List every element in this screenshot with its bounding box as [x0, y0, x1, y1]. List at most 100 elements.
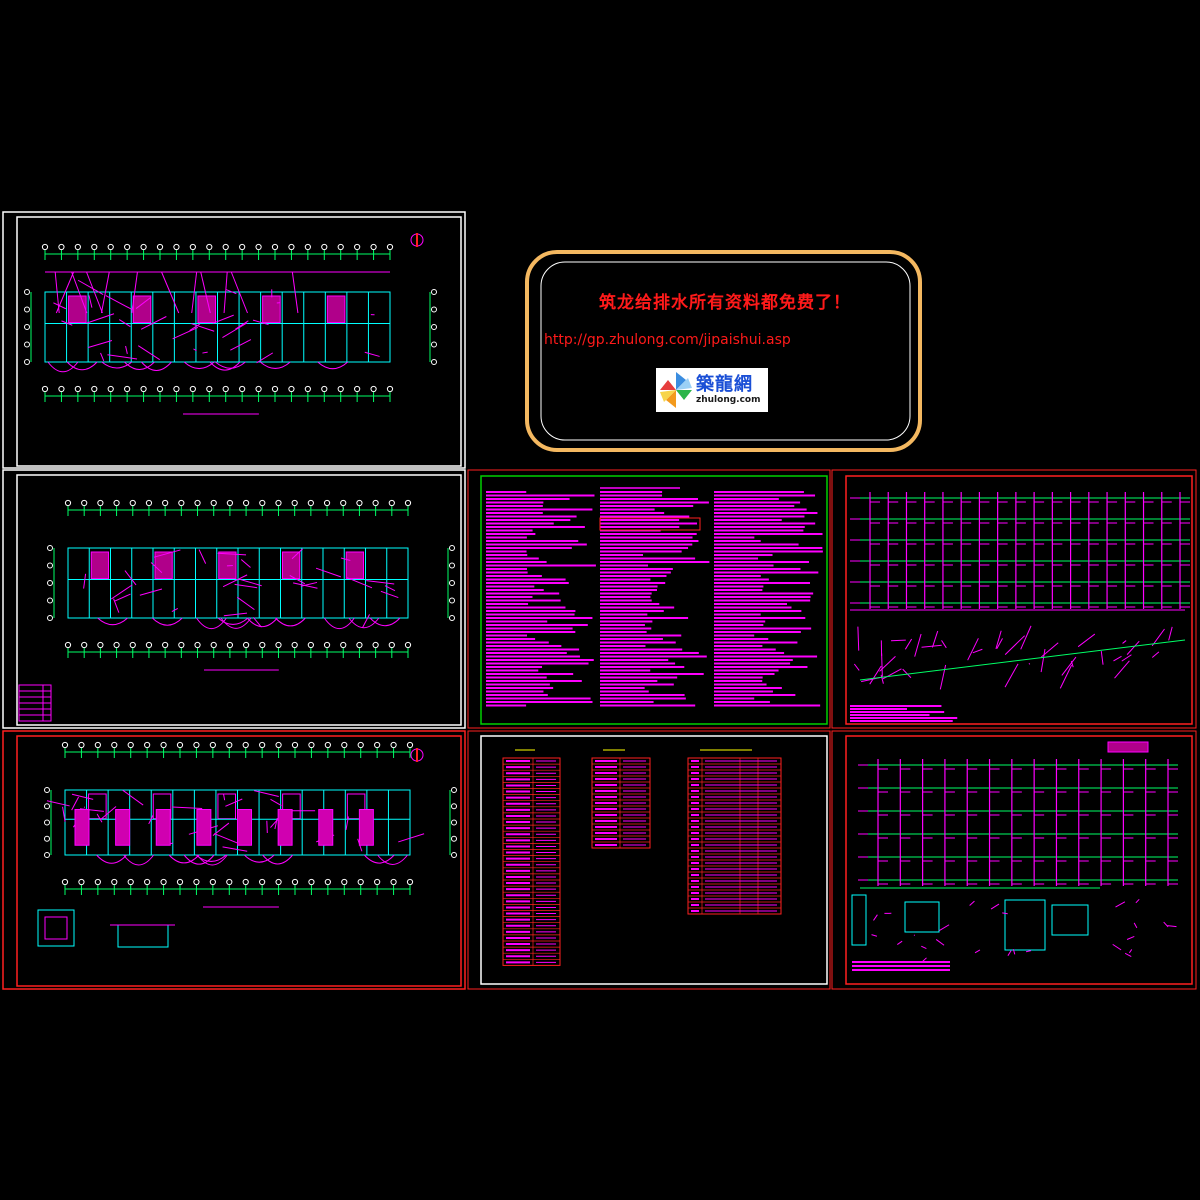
axis-bubble	[156, 243, 164, 251]
detail-pipe	[1112, 943, 1122, 951]
axis-bubble	[47, 545, 53, 551]
axis-bubble	[239, 385, 246, 393]
pipe-segment	[71, 796, 80, 811]
pipe-segment	[148, 815, 154, 825]
pipe-segment	[256, 352, 274, 364]
axis-bubble	[178, 499, 185, 507]
axonometric-pipe	[869, 665, 882, 685]
pipe-segment	[124, 570, 137, 586]
axis-bubble	[242, 878, 249, 886]
zhulong-logo[interactable]: 築龍網 zhulong.com	[656, 368, 768, 412]
pipe-segment	[364, 351, 380, 357]
axis-bubble	[64, 641, 72, 649]
axis-bubble	[259, 741, 266, 749]
pipe-segment	[61, 320, 73, 326]
axis-bubble	[388, 499, 395, 507]
axis-bubble	[259, 878, 266, 886]
axis-bubble	[271, 243, 279, 251]
axis-bubble	[271, 385, 279, 393]
detail-pipe	[871, 934, 878, 937]
schedule-cell	[18, 696, 44, 704]
axis-bubble	[390, 741, 397, 749]
axonometric-pipe	[879, 656, 896, 672]
frame-riser-bottom-outer	[831, 730, 1197, 990]
axis-bubble	[321, 243, 328, 251]
axonometric-pipe	[1168, 626, 1173, 641]
axis-bubble	[194, 499, 201, 507]
detail-fixture	[44, 916, 68, 940]
detail-toilet	[1051, 904, 1089, 936]
axis-bubble	[176, 878, 184, 886]
axonometric-pipe	[1004, 635, 1026, 655]
banner-url-link[interactable]: http://gp.zhulong.com/jipaishui.asp	[544, 332, 791, 348]
schedule-cell	[42, 714, 52, 722]
axis-bubble	[24, 306, 30, 313]
pipe-segment	[83, 573, 87, 589]
pipe-branch	[223, 271, 228, 314]
stair-core	[217, 793, 236, 820]
pipe-segment	[202, 351, 208, 354]
axis-bubble	[81, 499, 88, 507]
banner-frame	[525, 250, 922, 452]
axis-bubble	[210, 641, 217, 649]
axis-bubble	[91, 385, 98, 393]
axis-bubble	[24, 324, 30, 330]
notes-table	[599, 517, 701, 531]
axis-bubble	[47, 562, 53, 569]
detail-pipe	[969, 900, 975, 906]
axis-bubble	[370, 243, 377, 251]
drain-pipe	[183, 361, 215, 370]
drain-pipe	[151, 617, 183, 626]
frame-notes-outer	[467, 469, 831, 729]
axonometric-pipe	[1020, 625, 1032, 650]
axis-bubble	[431, 306, 437, 313]
axonometric-pipe	[972, 648, 983, 654]
fixture-block	[115, 809, 131, 846]
axis-bubble	[173, 243, 180, 251]
axis-bubble	[156, 385, 164, 393]
pipe-branch	[131, 271, 138, 314]
axis-bubble	[210, 499, 217, 507]
axis-bubble	[357, 741, 364, 749]
pipe-segment	[114, 593, 131, 602]
schedule-cell	[42, 702, 52, 710]
drain-pipe	[97, 617, 128, 626]
drain-pipe	[246, 617, 278, 628]
axis-bubble	[58, 385, 65, 393]
drain-pipe	[101, 361, 133, 369]
axonometric-pipe	[914, 633, 922, 657]
axis-bubble	[226, 499, 234, 507]
pipe-segment	[225, 798, 243, 807]
axis-bubble	[209, 878, 216, 886]
axis-bubble	[340, 499, 347, 507]
frame-notes-inner	[480, 475, 828, 725]
axis-bubble	[291, 878, 299, 886]
axonometric-pipe	[1100, 650, 1104, 665]
banner-border-inner	[540, 261, 911, 441]
detail-shaft	[851, 894, 867, 946]
axis-bubble	[372, 499, 379, 507]
axis-bubble	[390, 878, 397, 886]
drain-pipe	[215, 361, 246, 369]
drain-pipe	[124, 361, 155, 370]
detail-pipe	[1007, 950, 1012, 956]
pipe-branch	[230, 271, 248, 314]
axis-bubble	[356, 499, 363, 507]
axis-bubble	[431, 341, 437, 348]
axis-bubble	[41, 243, 49, 251]
detail-room	[117, 924, 169, 948]
pipe-segment	[240, 559, 251, 568]
axis-bubble	[145, 499, 153, 507]
pipe-segment	[225, 288, 237, 295]
axis-bubble	[307, 499, 314, 507]
detail-room	[37, 909, 75, 947]
axis-bubble	[386, 243, 394, 251]
axis-bubble	[24, 359, 30, 365]
axis-bubble	[275, 878, 282, 886]
axis-bubble	[341, 878, 348, 886]
axis-bubble	[324, 878, 331, 886]
fixture-block	[237, 809, 252, 846]
axis-bubble	[94, 878, 101, 886]
stair-core	[218, 551, 237, 580]
axonometric-pipe	[902, 668, 912, 679]
